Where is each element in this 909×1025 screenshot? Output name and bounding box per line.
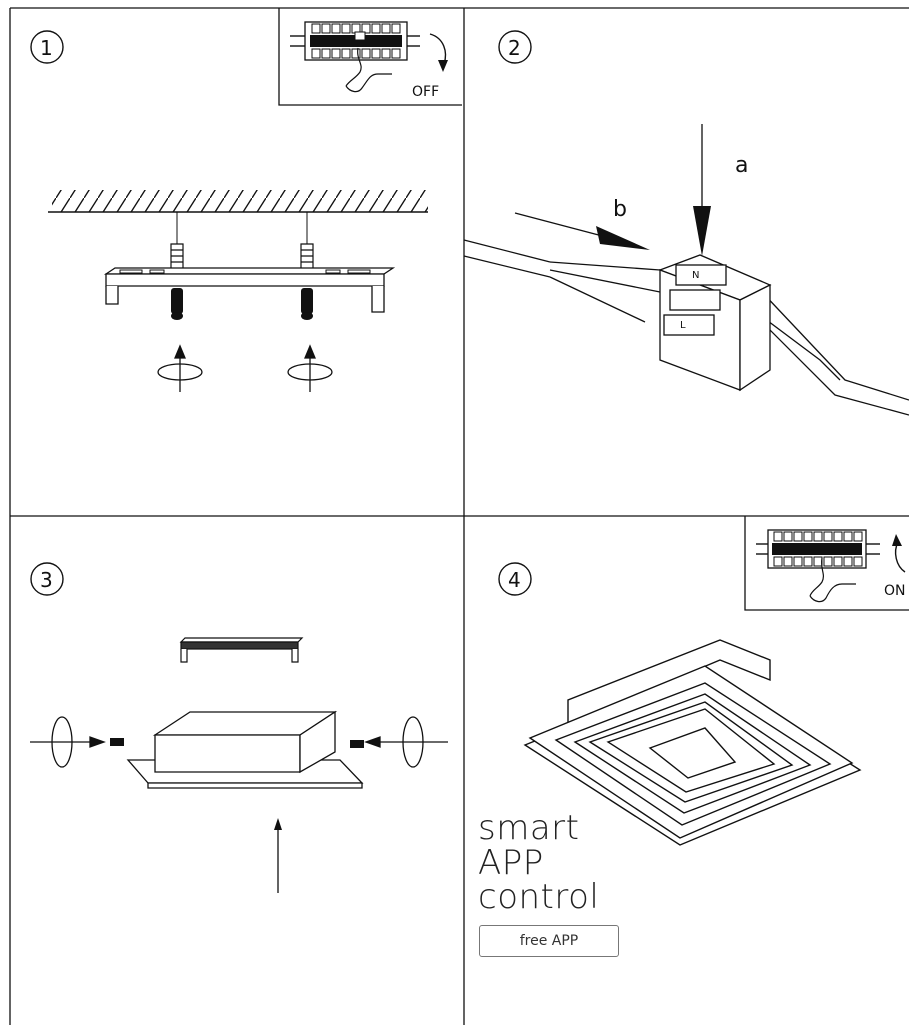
side-screws: [110, 738, 364, 748]
rotate-arrows: [157, 344, 333, 392]
bracket-illustration: [179, 637, 304, 663]
panel-1: OFF: [30, 8, 462, 392]
mounting-bracket: [103, 267, 396, 313]
step-number-1: 1: [40, 36, 53, 60]
arrow-b-label: b: [613, 197, 627, 222]
power-switch-on-illustration: ON: [744, 516, 909, 611]
up-arrow: [274, 818, 282, 893]
step-number-4: 4: [508, 568, 521, 592]
arrow-b: b: [514, 197, 650, 250]
terminal-l-label: L: [680, 320, 686, 331]
step-badge-4: [498, 562, 532, 596]
panel-2: a b N L: [463, 30, 909, 416]
ceiling-illustration: [48, 190, 428, 244]
panel-3: [30, 562, 448, 893]
wago-connector: [658, 254, 772, 392]
control-text: control: [478, 877, 600, 917]
terminal-n-label: N: [692, 270, 699, 281]
app-text: APP: [478, 843, 544, 883]
smart-text: smart: [478, 808, 580, 848]
rotate-arrows-3: [30, 716, 448, 768]
off-label: OFF: [412, 84, 439, 100]
step-number-3: 3: [40, 568, 53, 592]
on-label: ON: [884, 583, 906, 599]
wall-plugs: [170, 243, 314, 273]
panel-4: ON: [498, 516, 909, 846]
screws: [171, 288, 313, 320]
power-switch-off-illustration: OFF: [278, 8, 462, 106]
free-app-button[interactable]: free APP: [479, 925, 619, 957]
step-badge-1: [30, 30, 64, 64]
panel-grid: [9, 7, 909, 1025]
arrow-a: a: [693, 124, 748, 256]
arrow-a-label: a: [735, 153, 748, 178]
step-badge-3: [30, 562, 64, 596]
fixture-base: [126, 710, 364, 789]
ceiling-lamp: [523, 639, 862, 846]
step-number-2: 2: [508, 36, 521, 60]
step-badge-2: [498, 30, 532, 64]
